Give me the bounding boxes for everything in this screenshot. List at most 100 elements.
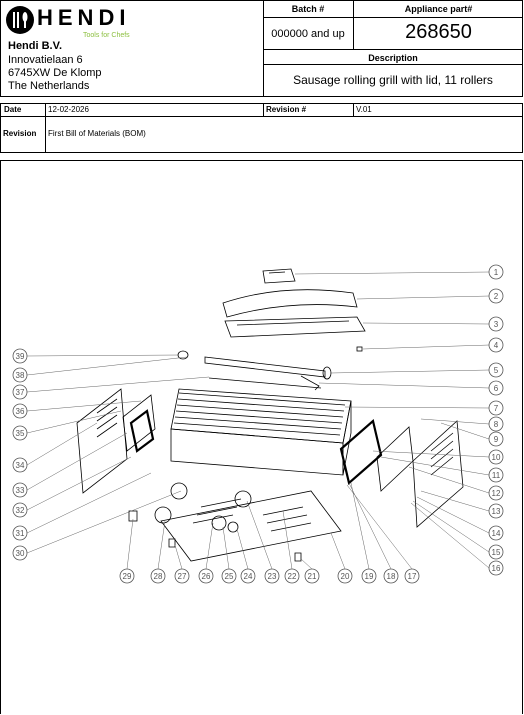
- end-cap: [322, 366, 332, 380]
- callout-label-10: 10: [492, 453, 501, 462]
- callout-leader-17: [346, 484, 413, 570]
- callout-label-1: 1: [494, 268, 499, 277]
- callout-leader-9: [440, 422, 490, 440]
- description-label: Description: [368, 53, 418, 63]
- callout-39: 39: [12, 348, 28, 364]
- callout-22: 22: [284, 568, 300, 584]
- callout-circle-38: [12, 367, 28, 383]
- callout-numbers: 1234567891011121314151617181920212223242…: [12, 264, 504, 584]
- callout-label-34: 34: [16, 461, 25, 470]
- header-block: HENDI Tools for Chefs Hendi B.V. Innovat…: [0, 0, 523, 97]
- main-body-side: [342, 400, 352, 476]
- callout-label-25: 25: [225, 572, 234, 581]
- callout-circle-3: [488, 316, 504, 332]
- callout-circle-21: [304, 568, 320, 584]
- callout-label-16: 16: [492, 564, 501, 573]
- base-tray: [160, 490, 342, 562]
- batch-label: Batch #: [291, 4, 325, 14]
- feet: [168, 538, 302, 562]
- knob-left: [154, 506, 172, 524]
- callout-circle-1: [488, 264, 504, 280]
- callout-label-22: 22: [288, 572, 297, 581]
- callout-circle-31: [12, 525, 28, 541]
- callout-4: 4: [488, 337, 504, 353]
- revision-note-label: Revision: [3, 129, 37, 138]
- callout-6: 6: [488, 380, 504, 396]
- left-heater-element: [129, 409, 155, 453]
- callout-leader-18: [348, 482, 392, 570]
- date-value: 12-02-2026: [48, 105, 89, 114]
- callout-label-33: 33: [16, 486, 25, 495]
- callout-leader-6: [318, 382, 490, 389]
- callout-label-2: 2: [494, 292, 499, 301]
- rod-bracket: [300, 375, 320, 391]
- callout-leader-20: [330, 532, 346, 570]
- callout-circle-36: [12, 403, 28, 419]
- callout-label-38: 38: [16, 371, 25, 380]
- callout-label-39: 39: [16, 352, 25, 361]
- callout-15: 15: [488, 544, 504, 560]
- callout-9: 9: [488, 431, 504, 447]
- callout-33: 33: [12, 482, 28, 498]
- callout-circle-15: [488, 544, 504, 560]
- callout-circle-11: [488, 467, 504, 483]
- revision-number-value: V.01: [356, 105, 372, 114]
- callout-label-18: 18: [387, 572, 396, 581]
- callout-leader-38: [26, 356, 188, 376]
- callout-leader-37: [26, 376, 210, 393]
- callout-label-15: 15: [492, 548, 501, 557]
- callout-label-9: 9: [494, 435, 499, 444]
- thermostat-right: [234, 490, 252, 508]
- callout-21: 21: [304, 568, 320, 584]
- small-bushing: [356, 346, 363, 352]
- callout-leader-2: [356, 295, 490, 300]
- address-line-2: 6745XW De Klomp: [8, 67, 102, 79]
- callout-37: 37: [12, 384, 28, 400]
- callout-leader-36: [26, 400, 142, 412]
- address-line-3: The Netherlands: [8, 80, 90, 92]
- callout-leader-33: [26, 432, 128, 491]
- callout-circle-23: [264, 568, 280, 584]
- callout-leader-10: [372, 450, 490, 458]
- grill-parts-drawing: [76, 268, 464, 562]
- callout-38: 38: [12, 367, 28, 383]
- lid-handle: [262, 268, 296, 284]
- knob-small: [227, 521, 239, 533]
- revision-number-label: Revision #: [266, 105, 307, 114]
- callout-16: 16: [488, 560, 504, 576]
- callout-2: 2: [488, 288, 504, 304]
- callout-label-37: 37: [16, 388, 25, 397]
- callout-circle-29: [119, 568, 135, 584]
- callout-circle-17: [404, 568, 420, 584]
- callout-circle-9: [488, 431, 504, 447]
- callout-circle-28: [150, 568, 166, 584]
- right-inner-bracket: [376, 426, 414, 492]
- callout-36: 36: [12, 403, 28, 419]
- callout-35: 35: [12, 425, 28, 441]
- callout-leader-32: [26, 456, 132, 511]
- exploded-view-diagram: 1234567891011121314151617181920212223242…: [12, 264, 504, 584]
- callout-leader-4: [362, 344, 490, 350]
- callout-10: 10: [488, 449, 504, 465]
- company-name: Hendi B.V.: [8, 40, 62, 52]
- callout-17: 17: [404, 568, 420, 584]
- callout-label-20: 20: [341, 572, 350, 581]
- callout-label-29: 29: [123, 572, 132, 581]
- callout-circle-18: [383, 568, 399, 584]
- brand-logo-text: HENDI: [37, 5, 131, 30]
- hendi-logo-icon: [6, 6, 34, 34]
- callout-circle-7: [488, 400, 504, 416]
- callout-leader-29: [126, 518, 134, 570]
- callout-leader-25: [222, 526, 230, 570]
- callout-circle-37: [12, 384, 28, 400]
- callout-label-4: 4: [494, 341, 499, 350]
- callout-leader-28: [157, 520, 166, 570]
- callout-leader-5: [330, 369, 490, 374]
- callout-circle-5: [488, 362, 504, 378]
- callout-circle-8: [488, 416, 504, 432]
- callout-leader-8: [420, 418, 490, 425]
- base-vents-right: [262, 506, 312, 532]
- callout-circle-25: [221, 568, 237, 584]
- callout-30: 30: [12, 545, 28, 561]
- callout-circle-22: [284, 568, 300, 584]
